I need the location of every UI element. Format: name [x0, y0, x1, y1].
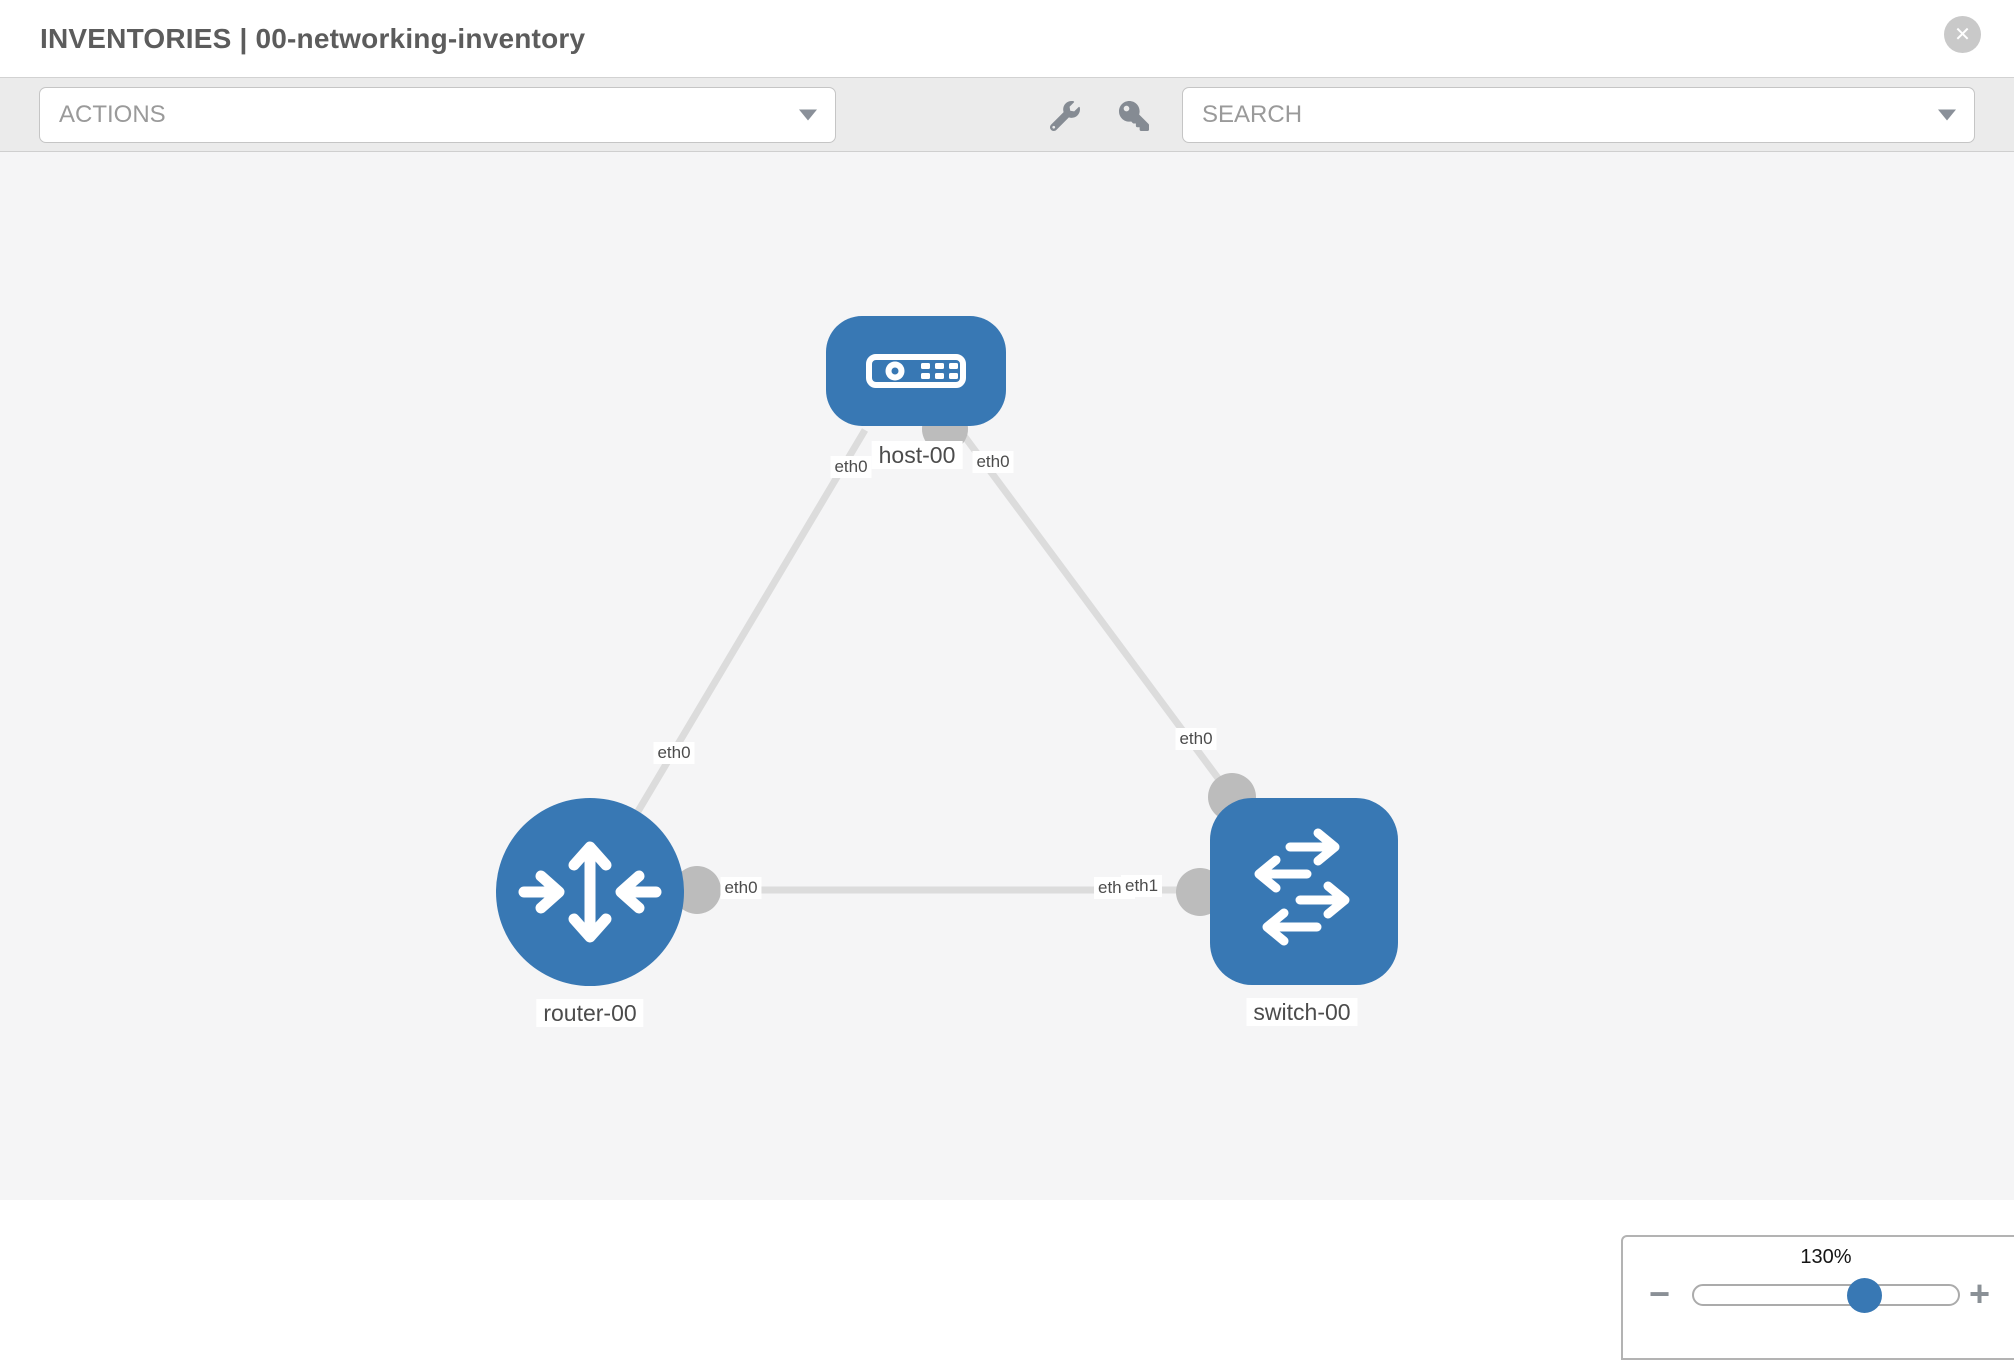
interface-label: eth1: [1121, 875, 1163, 897]
chevron-down-icon: [799, 109, 817, 121]
zoom-panel: 130% − +: [1621, 1235, 2014, 1360]
zoom-slider-thumb[interactable]: [1847, 1278, 1882, 1313]
wrench-icon: [1050, 100, 1080, 131]
host-icon: [866, 354, 966, 388]
actions-dropdown-label: ACTIONS: [59, 101, 166, 128]
chevron-down-icon: [1938, 109, 1956, 121]
node-router-00[interactable]: [496, 798, 684, 986]
page-title: INVENTORIES | 00-networking-inventory: [40, 22, 586, 54]
search-dropdown-label: SEARCH: [1202, 101, 1303, 128]
zoom-out-button[interactable]: −: [1649, 1273, 1671, 1314]
interface-label: eth0: [972, 451, 1014, 473]
key-button[interactable]: [1118, 100, 1150, 132]
router-icon: [518, 841, 662, 943]
close-button[interactable]: ✕: [1944, 16, 1981, 53]
actions-dropdown[interactable]: ACTIONS: [39, 87, 836, 143]
interface-label: eth0: [830, 456, 872, 478]
node-host-00[interactable]: [826, 316, 1006, 426]
interface-label: eth0: [1175, 728, 1217, 750]
header: INVENTORIES | 00-networking-inventory ✕: [0, 0, 2014, 77]
toolbar-icon-group: [1049, 78, 1150, 153]
zoom-in-button[interactable]: +: [1969, 1273, 1991, 1314]
close-icon: ✕: [1954, 23, 1971, 46]
switch-icon: [1254, 828, 1350, 946]
key-icon: [1119, 100, 1149, 131]
wrench-button[interactable]: [1049, 100, 1081, 132]
link-host-switch[interactable]: [913, 368, 1235, 800]
node-label-router: router-00: [536, 999, 644, 1027]
node-label-host: host-00: [871, 441, 963, 469]
node-label-switch: switch-00: [1246, 998, 1358, 1026]
search-dropdown[interactable]: SEARCH: [1182, 87, 1975, 143]
node-switch-00[interactable]: [1210, 798, 1398, 985]
interface-label: eth0: [653, 742, 695, 764]
zoom-level-readout: 130%: [1800, 1246, 1852, 1268]
zoom-slider[interactable]: [1692, 1284, 1960, 1306]
topology-canvas[interactable]: host-00 router-00 switch-00 eth0 eth0 et…: [0, 152, 2014, 1360]
port-circle: [673, 866, 721, 914]
interface-label: eth0: [720, 877, 762, 899]
toolbar: ACTIONS SEARCH: [0, 77, 2014, 152]
